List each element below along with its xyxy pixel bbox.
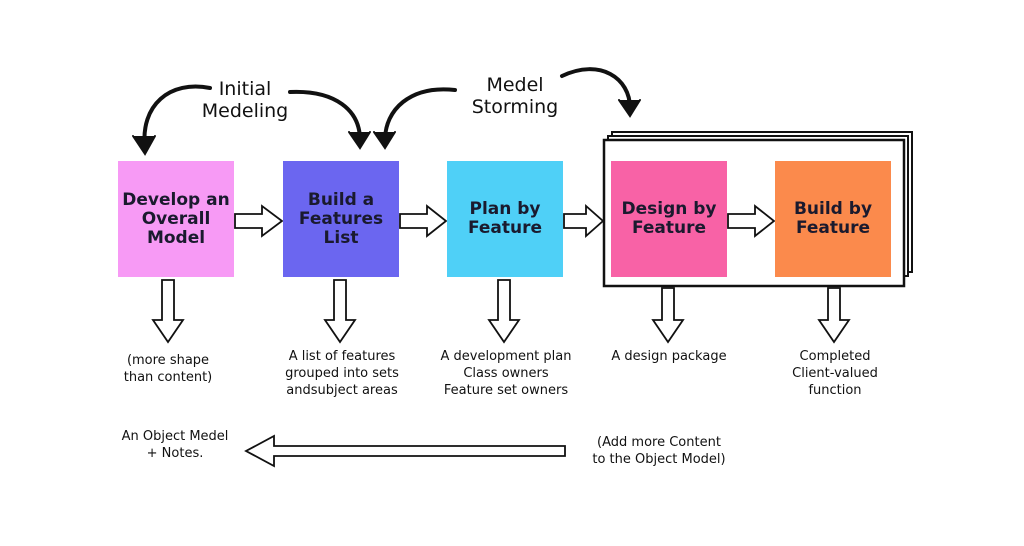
feedback-arrow: [244, 434, 566, 468]
down-arrows: [151, 279, 851, 344]
down-arrow-5: [817, 287, 851, 344]
step-plan-by-feature: Plan by Feature: [447, 161, 563, 277]
step-title: Plan by Feature: [467, 199, 543, 238]
down-arrow-4: [651, 287, 685, 344]
down-arrow-1: [151, 279, 185, 344]
model-storming-label: Medel Storming: [471, 74, 559, 118]
step-caption-3: A development plan Class owners Feature …: [440, 349, 572, 398]
step-design-by-feature: Design by Feature: [611, 161, 727, 277]
initial-modeling-arrow: [132, 84, 371, 156]
flow-arrow-2: [399, 204, 448, 238]
step-title: Design by Feature: [621, 199, 717, 238]
initial-modeling-label: Initial Medeling: [201, 78, 289, 122]
step-caption-4: A design package: [611, 349, 727, 364]
step-caption-5: Completed Client-valued function: [792, 349, 878, 398]
object-model-notes-label: An Object Medel + Notes.: [121, 429, 229, 461]
flow-arrows: [234, 204, 776, 238]
step-title: Develop an Overall Model: [122, 189, 230, 248]
step-build-by-feature: Build by Feature: [775, 161, 891, 277]
step-title: Build a Features List: [298, 189, 384, 248]
step-caption-2: A list of features grouped into sets and…: [285, 349, 399, 398]
model-storming-arrow: [373, 67, 641, 150]
flow-arrow-4: [727, 204, 776, 238]
flow-arrow-3: [563, 204, 605, 238]
step-develop-overall-model: Develop an Overall Model: [118, 161, 234, 277]
step-title: Build by Feature: [793, 199, 873, 238]
add-more-content-label: (Add more Content to the Object Model): [592, 435, 726, 467]
step-build-features-list: Build a Features List: [283, 161, 399, 277]
down-arrow-2: [323, 279, 357, 344]
down-arrow-3: [487, 279, 521, 344]
flow-arrow-1: [234, 204, 284, 238]
step-caption-1: (more shape than content): [123, 353, 213, 385]
